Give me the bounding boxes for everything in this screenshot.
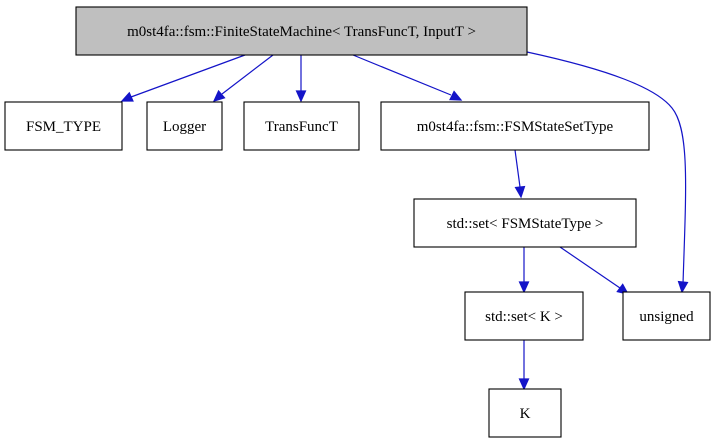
node-box — [146, 101, 223, 151]
node-label: unsigned — [639, 309, 694, 325]
edge-line — [130, 54, 246, 98]
arrow-head-icon — [518, 281, 530, 294]
edge-fsm-to-fsm_type — [120, 54, 246, 102]
edge-set_statetype-to-set_k — [518, 247, 530, 294]
node-label: FSM_TYPE — [26, 119, 101, 135]
node-set-statetype[interactable]: std::set< FSMStateType > — [413, 198, 637, 248]
node-statesettype[interactable]: m0st4fa::fsm::FSMStateSetType — [380, 101, 650, 151]
node-box — [75, 6, 528, 56]
node-box — [380, 101, 650, 151]
node-box — [243, 101, 360, 151]
node-logger[interactable]: Logger — [146, 101, 223, 151]
arrow-head-icon — [120, 91, 134, 102]
node-label: TransFuncT — [265, 119, 338, 135]
node-fsm-type[interactable]: FSM_TYPE — [4, 101, 123, 151]
nodes-layer: m0st4fa::fsm::FiniteStateMachine< TransF… — [4, 6, 711, 438]
node-set-k[interactable]: std::set< K > — [464, 291, 584, 341]
edge-line — [514, 149, 521, 188]
node-box — [464, 291, 584, 341]
edge-fsm-to-logger — [212, 54, 274, 102]
node-k[interactable]: K — [488, 388, 562, 438]
edge-line — [526, 51, 687, 285]
edge-statesettype-to-set_statetype — [514, 149, 526, 199]
node-box — [488, 388, 562, 438]
node-box — [622, 291, 711, 341]
node-label: Logger — [163, 119, 206, 135]
edge-set_statetype-to-unsigned — [559, 246, 630, 295]
edge-fsm-to-transfunct — [295, 55, 307, 103]
edge-set_k-to-k — [518, 340, 530, 391]
edge-fsm-to-unsigned — [526, 51, 689, 294]
arrow-head-icon — [514, 185, 526, 199]
arrow-head-icon — [677, 280, 689, 294]
arrow-head-icon — [449, 90, 463, 101]
node-label: std::set< FSMStateType > — [447, 216, 604, 232]
node-label: std::set< K > — [485, 309, 563, 325]
node-box — [4, 101, 123, 151]
node-fsm[interactable]: m0st4fa::fsm::FiniteStateMachine< TransF… — [75, 6, 528, 56]
edge-line — [352, 54, 452, 96]
node-unsigned[interactable]: unsigned — [622, 291, 711, 341]
edge-fsm-to-statesettype — [352, 54, 463, 101]
node-label: m0st4fa::fsm::FSMStateSetType — [417, 119, 614, 135]
edge-line — [559, 246, 621, 289]
arrow-head-icon — [212, 89, 226, 102]
edge-line — [221, 54, 274, 95]
node-box — [413, 198, 637, 248]
node-transfunct[interactable]: TransFuncT — [243, 101, 360, 151]
node-label: m0st4fa::fsm::FiniteStateMachine< TransF… — [127, 24, 476, 40]
arrow-head-icon — [295, 90, 307, 103]
node-label: K — [520, 406, 531, 422]
arrow-head-icon — [518, 378, 530, 391]
